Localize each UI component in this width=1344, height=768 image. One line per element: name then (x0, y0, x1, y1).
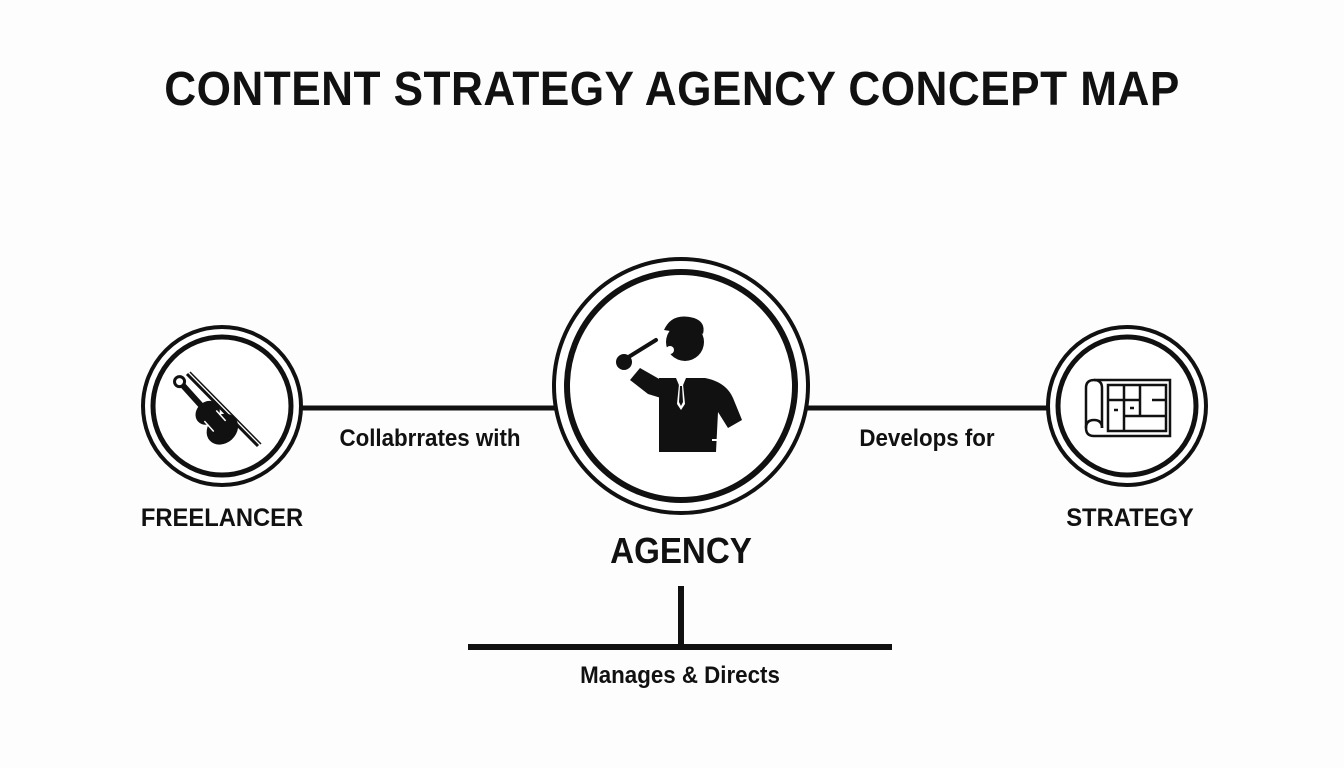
node-strategy-outer-ring (1046, 325, 1208, 487)
node-freelancer[interactable] (141, 325, 303, 487)
edge-label-manages: Manages & Directs (580, 662, 780, 689)
node-label-agency: AGENCY (610, 530, 752, 571)
node-label-freelancer: FREELANCER (140, 504, 304, 532)
node-strategy-inner-ring (1055, 334, 1199, 478)
node-freelancer-outer-ring (141, 325, 303, 487)
node-agency[interactable] (552, 257, 810, 515)
conductor-icon (616, 316, 742, 452)
node-freelancer-inner-ring (150, 334, 294, 478)
page-title: CONTENT STRATEGY AGENCY CONCEPT MAP (164, 63, 1180, 116)
node-strategy[interactable] (1046, 325, 1208, 487)
violin-icon (173, 371, 262, 448)
node-label-strategy: STRATEGY (1066, 504, 1194, 532)
edge-label-collaborates: Collabrrates with (339, 425, 521, 452)
node-agency-inner-ring (564, 269, 798, 503)
blueprint-scroll-icon (1084, 378, 1172, 438)
edge-label-develops: Develops for (859, 425, 995, 452)
